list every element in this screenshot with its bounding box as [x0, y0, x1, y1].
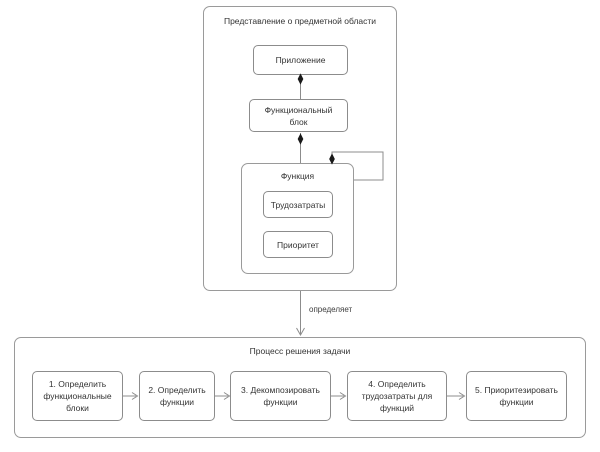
node-functional-block[interactable]: Функциональный блок: [249, 99, 348, 132]
node-application-label: Приложение: [275, 55, 326, 65]
node-priority-label: Приоритет: [277, 239, 319, 250]
domain-model-package-title: Представление о предметной области: [223, 16, 377, 26]
process-step-1[interactable]: 1. Определить функциональные блоки: [32, 371, 123, 421]
process-step-4-label: 4. Определить трудозатраты для функций: [361, 379, 433, 413]
process-step-2-label: 2. Определить функции: [148, 385, 206, 407]
node-labor-costs[interactable]: Трудозатраты: [263, 191, 333, 218]
process-package: Процесс решения задачи: [14, 337, 586, 438]
process-step-5[interactable]: 5. Приоритезировать функции: [466, 371, 567, 421]
process-step-2[interactable]: 2. Определить функции: [139, 371, 215, 421]
node-functional-block-label: Функциональный блок: [264, 104, 333, 127]
process-step-3[interactable]: 3. Декомпозировать функции: [230, 371, 331, 421]
domain-model-package: Представление о предметной области: [203, 6, 397, 291]
process-step-4[interactable]: 4. Определить трудозатраты для функций: [347, 371, 447, 421]
node-application[interactable]: Приложение: [253, 45, 348, 75]
process-package-title: Процесс решения задачи: [249, 346, 351, 356]
link-defines-arrowhead: [296, 327, 305, 337]
process-step-5-label: 5. Приоритезировать функции: [475, 385, 558, 407]
process-step-3-label: 3. Декомпозировать функции: [241, 385, 320, 407]
process-step-1-label: 1. Определить функциональные блоки: [43, 379, 112, 413]
node-labor-costs-label: Трудозатраты: [270, 199, 326, 210]
node-priority[interactable]: Приоритет: [263, 231, 333, 258]
function-package: Функция: [241, 163, 354, 274]
function-package-title: Функция: [280, 171, 315, 181]
edge-label-defines: определяет: [309, 305, 353, 314]
